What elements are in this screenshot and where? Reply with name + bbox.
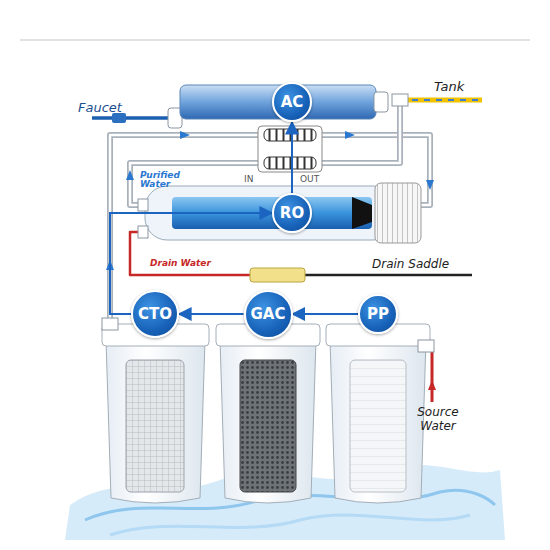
stage-name: GAC: [251, 305, 286, 323]
ro-end-cap: [375, 183, 421, 243]
tank-pipe: [400, 98, 482, 103]
valve-coil: [264, 157, 316, 169]
flow-arrow: [345, 131, 355, 139]
filter-housings: [102, 318, 434, 503]
flow-label: Purified Water: [140, 171, 188, 190]
stage-name: CTO: [138, 305, 172, 323]
water-wave: [110, 515, 470, 535]
pipe-label: Faucet: [78, 100, 122, 115]
flow-arrow: [426, 180, 434, 190]
gac-cartridge: [240, 360, 296, 492]
ro-fitting: [138, 226, 148, 238]
flow-arrow: [180, 131, 190, 139]
flow-label: Drain Water: [150, 258, 211, 268]
stage-badge: RO: [272, 193, 312, 233]
ac-end-cap: [374, 92, 388, 112]
flow-arrow: [126, 170, 134, 180]
ac-filter: [112, 85, 408, 128]
pp-cartridge: [350, 360, 406, 492]
stage-badge: GAC: [244, 290, 293, 339]
ro-fitting: [138, 199, 148, 211]
pp-fitting: [418, 340, 434, 352]
cto-housing: [106, 340, 205, 503]
stage-badge: AC: [272, 82, 312, 122]
pipe-label: Tank: [434, 79, 464, 94]
faucet-pipe: [92, 116, 170, 120]
stage-name: RO: [280, 204, 304, 222]
cto-cartridge: [126, 360, 184, 492]
ro-seal: [352, 197, 372, 229]
pp-housing: [330, 340, 426, 503]
tank-pipe: [400, 99, 482, 101]
valve-body: [258, 126, 322, 172]
top-rule: [20, 39, 530, 41]
port-label: IN: [244, 174, 253, 184]
pipe-label: Source Water: [410, 406, 466, 434]
flow-arrow: [428, 380, 436, 390]
shut-off-valve: [258, 126, 322, 172]
flow-connector: [110, 213, 272, 314]
stage-badge: CTO: [131, 290, 179, 338]
stage-name: AC: [281, 93, 304, 111]
drain-pipe: [305, 274, 472, 277]
stage-badge: PP: [358, 294, 398, 334]
pipe-label: Drain Saddle: [372, 257, 449, 271]
flow-restrictor: [250, 268, 305, 282]
flow-connector: [291, 122, 293, 193]
tee-fitting: [392, 94, 408, 106]
stage-name: PP: [367, 305, 389, 323]
flow-connector: [293, 313, 359, 315]
gac-housing: [220, 340, 316, 503]
cto-fitting: [102, 318, 118, 330]
valve-coil: [264, 129, 316, 141]
flow-connector: [179, 313, 244, 315]
port-label: OUT: [300, 174, 319, 184]
